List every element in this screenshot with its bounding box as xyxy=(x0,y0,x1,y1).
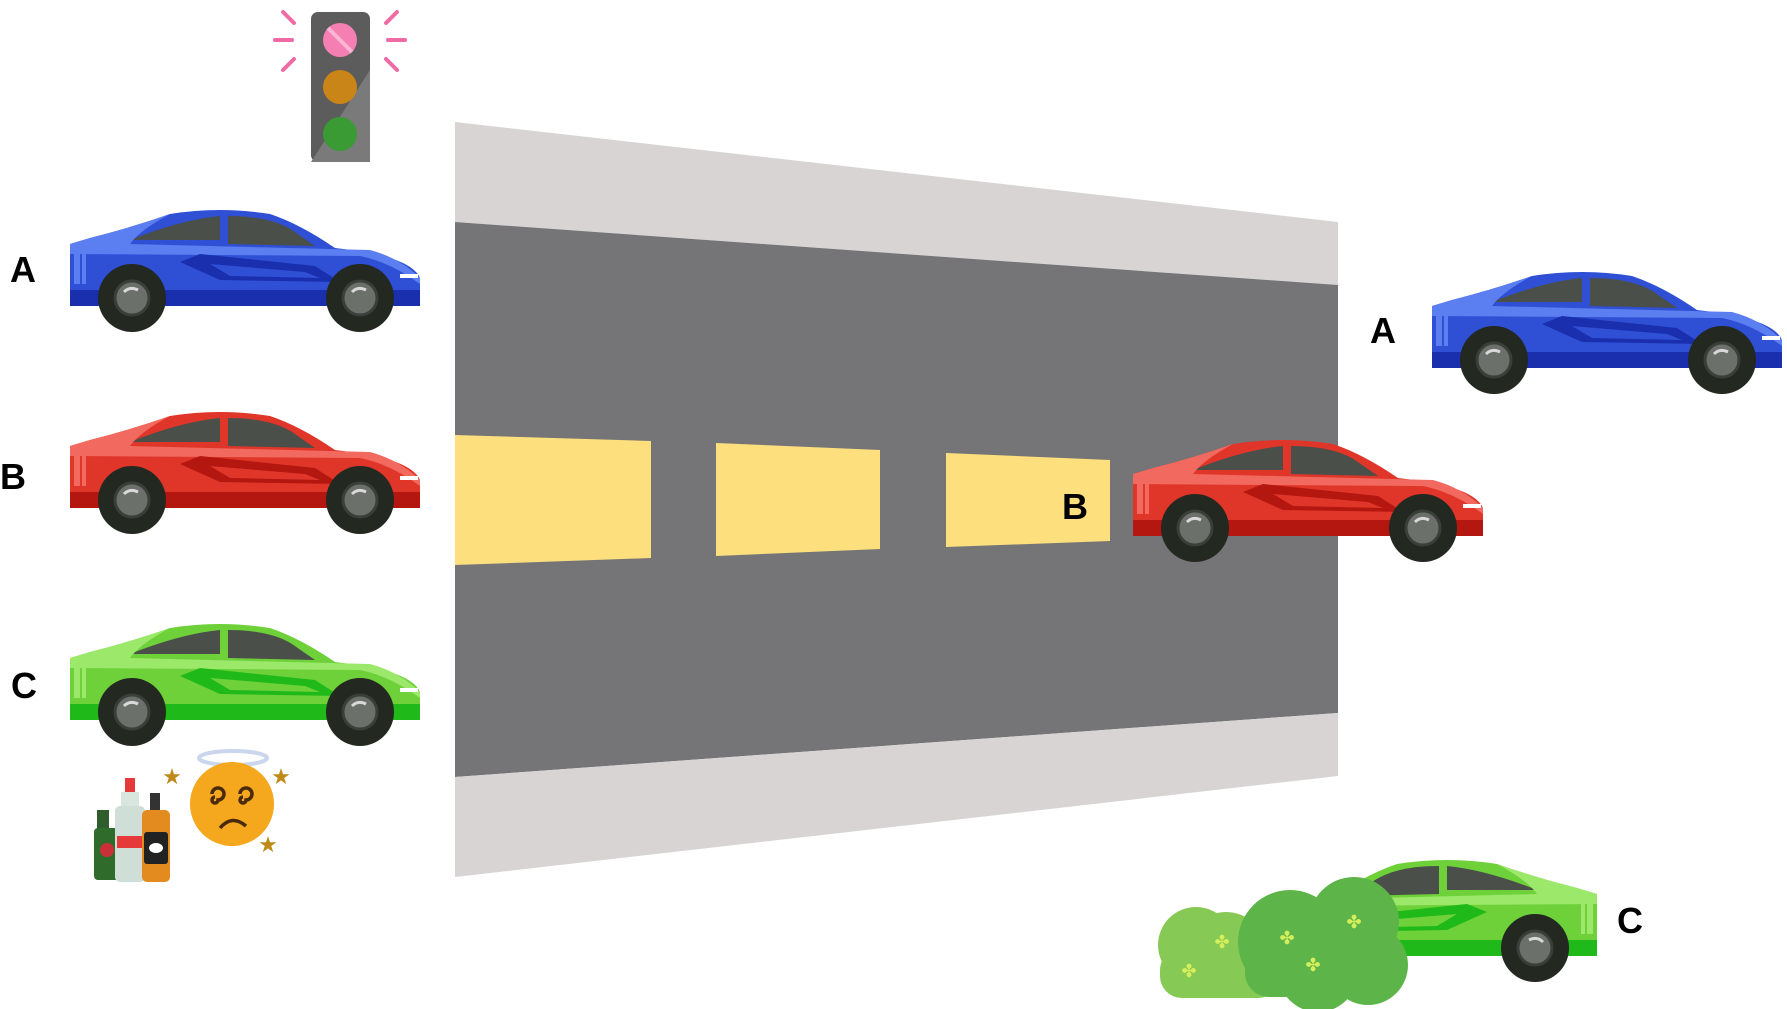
svg-text:✤: ✤ xyxy=(1279,928,1294,949)
label-car-b-left: B xyxy=(0,456,26,497)
bush-icon: ✤ ✤ ✤ ✤ ✤ xyxy=(1158,877,1408,1009)
car-b-left-icon xyxy=(70,412,420,534)
car-a-right-icon xyxy=(1432,272,1782,394)
svg-text:✤: ✤ xyxy=(1181,961,1196,982)
liquor-bottles-icon xyxy=(94,778,170,882)
lane-marking-1 xyxy=(455,435,651,565)
svg-text:★: ★ xyxy=(162,765,182,790)
car-c-left-icon xyxy=(70,624,420,746)
svg-text:✤: ✤ xyxy=(1346,912,1361,933)
label-car-c-left: C xyxy=(11,665,37,706)
svg-text:★: ★ xyxy=(271,765,291,790)
svg-text:✤: ✤ xyxy=(1305,955,1320,976)
svg-text:★: ★ xyxy=(258,833,278,858)
label-car-b-right: B xyxy=(1062,486,1088,527)
label-car-a-left: A xyxy=(10,249,36,290)
svg-text:✤: ✤ xyxy=(1214,932,1229,953)
lane-marking-2 xyxy=(716,443,880,556)
car-a-left-icon xyxy=(70,210,420,332)
dizzy-face-icon: ★ ★ ★ xyxy=(162,751,291,858)
traffic-light-icon xyxy=(275,12,405,162)
label-car-c-right: C xyxy=(1617,900,1643,941)
label-car-a-right: A xyxy=(1370,310,1396,351)
